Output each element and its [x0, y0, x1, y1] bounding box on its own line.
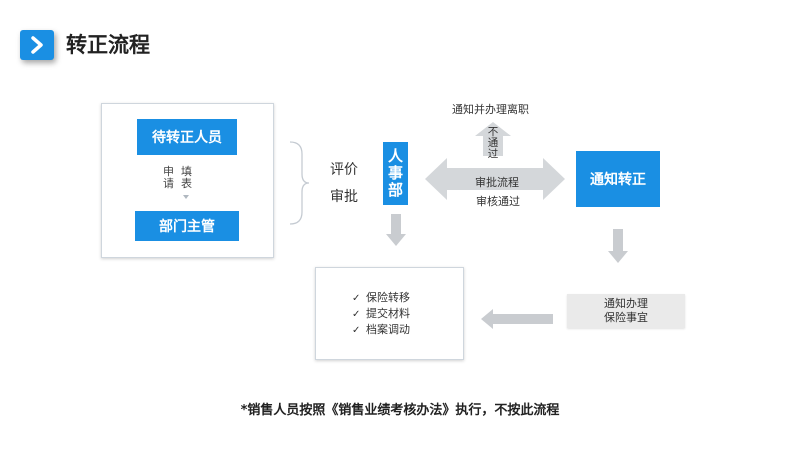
chevron-right-icon [20, 30, 54, 60]
bidirectional-arrow-icon [425, 122, 565, 200]
hr-char: 事 [387, 164, 403, 182]
page-title: 转正流程 [66, 33, 150, 57]
approval-label: 审批 [330, 189, 358, 205]
checklist-item: ✓保险转移 [352, 291, 410, 304]
notify-resign-label: 通知并办理离职 [452, 103, 529, 116]
check-icon: ✓ [352, 293, 361, 304]
checklist: ✓保险转移 ✓提交材料 ✓档案调动 [352, 290, 410, 338]
check-icon: ✓ [352, 325, 361, 336]
check-icon: ✓ [352, 309, 361, 320]
result-checklist-box: ✓保险转移 ✓提交材料 ✓档案调动 [315, 267, 464, 360]
checklist-item: ✓档案调动 [352, 323, 410, 336]
fill-form-label: 填表 [181, 165, 192, 190]
pending-employee-box: 待转正人员 [137, 119, 237, 155]
down-arrow-icon [386, 214, 406, 246]
review-pass-label: 审核通过 [476, 195, 520, 208]
hr-department-box: 人 事 部 [383, 142, 408, 205]
hr-char: 部 [387, 181, 403, 199]
down-arrow-icon [608, 229, 628, 263]
brace-icon [289, 141, 310, 225]
apply-label: 申请 [163, 165, 174, 190]
left-arrow-icon [481, 309, 553, 329]
footnote: *销售人员按照《销售业绩考核办法》执行，不按此流程 [240, 403, 560, 418]
insurance-notice-box: 通知办理 保险事宜 [567, 294, 685, 328]
insurance-line: 保险事宜 [604, 311, 648, 324]
evaluation-label: 评价 [330, 162, 358, 178]
notify-regular-box: 通知转正 [576, 151, 660, 207]
not-pass-label: 不通过 [487, 126, 499, 160]
checklist-item: ✓提交材料 [352, 307, 410, 320]
down-small-arrow-icon [183, 195, 189, 199]
insurance-line: 通知办理 [604, 297, 648, 310]
department-manager-box: 部门主管 [135, 211, 239, 241]
hr-char: 人 [387, 147, 403, 165]
review-flow-label: 审批流程 [475, 176, 519, 189]
